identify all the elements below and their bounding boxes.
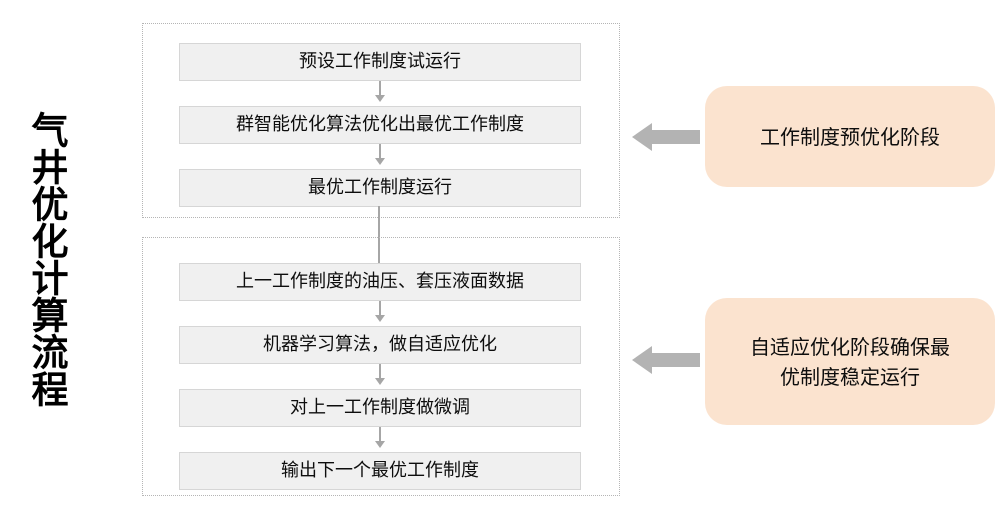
process-box[interactable]: 对上一工作制度做微调	[179, 389, 581, 427]
process-box[interactable]: 最优工作制度运行	[179, 169, 581, 207]
arrow-head-icon	[375, 378, 385, 385]
process-box[interactable]: 机器学习算法，做自适应优化	[179, 326, 581, 364]
process-box[interactable]: 群智能优化算法优化出最优工作制度	[179, 106, 581, 144]
connector-line	[379, 427, 381, 444]
connector-line	[379, 81, 381, 98]
arrow-head-icon	[375, 158, 385, 165]
arrow-head-icon	[375, 315, 385, 322]
stage-container-adaptive-optimization: 上一工作制度的油压、套压液面数据 机器学习算法，做自适应优化 对上一工作制度做微…	[142, 237, 620, 496]
arrow-left-icon	[632, 120, 700, 154]
arrow-head-icon	[375, 441, 385, 448]
process-box[interactable]: 上一工作制度的油压、套压液面数据	[179, 263, 581, 301]
callout-preoptimization-stage[interactable]: 工作制度预优化阶段	[705, 86, 995, 187]
connector-line	[379, 301, 381, 318]
connector-line	[379, 144, 381, 161]
arrow-head-icon	[375, 95, 385, 102]
callout-adaptive-stage[interactable]: 自适应优化阶段确保最 优制度稳定运行	[705, 298, 995, 425]
stage-container-preoptimization: 预设工作制度试运行 群智能优化算法优化出最优工作制度 最优工作制度运行	[142, 23, 620, 218]
arrow-left-icon	[632, 343, 700, 377]
callout-label-line-1: 自适应优化阶段确保最	[750, 334, 950, 359]
process-box[interactable]: 预设工作制度试运行	[179, 43, 581, 81]
callout-label: 工作制度预优化阶段	[760, 124, 940, 149]
page-title: 气井优化计算流程	[25, 111, 68, 407]
callout-label-line-2: 优制度稳定运行	[780, 364, 920, 389]
connector-line	[379, 364, 381, 381]
process-box[interactable]: 输出下一个最优工作制度	[179, 452, 581, 490]
